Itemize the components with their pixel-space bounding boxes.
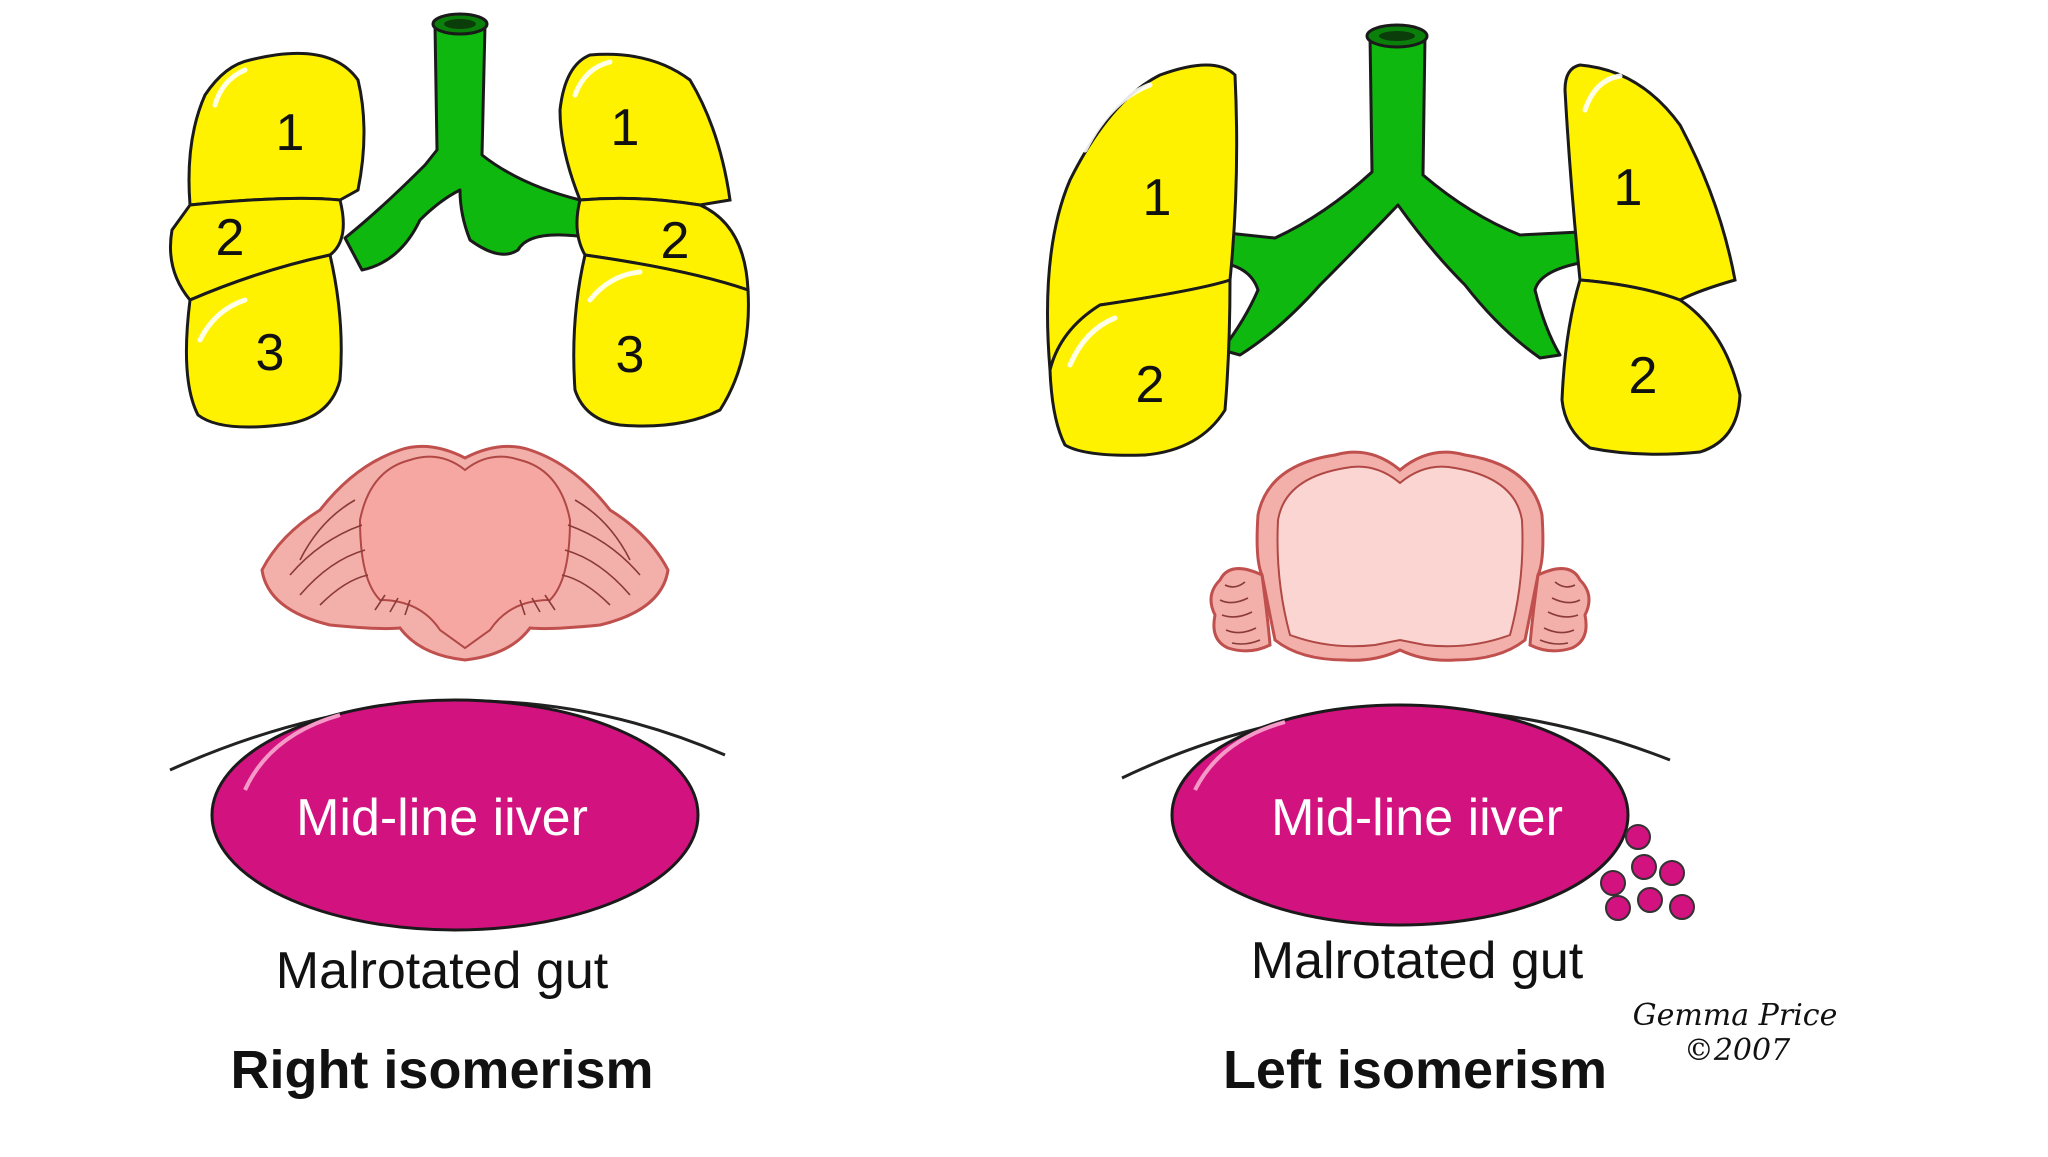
panel-title: Left isomerism — [1223, 1040, 1607, 1100]
polysplenia — [1600, 824, 1695, 921]
pectinate-muscles — [289, 499, 641, 616]
lung-left-trilobed: 1 2 3 — [168, 51, 366, 429]
artist-signature: Gemma Price ©2007 — [1633, 998, 1838, 1068]
atrial-appendage-left — [1209, 567, 1272, 653]
lung-right-trilobed: 1 2 3 — [558, 52, 750, 428]
lobe-number: 2 — [216, 209, 245, 267]
lobe-number: 2 — [661, 212, 690, 270]
liver-left-isomerism: Mid-line iiver — [1170, 703, 1630, 927]
lobe-number: 1 — [611, 99, 640, 157]
lobe-number: 3 — [256, 324, 285, 382]
spleen-nodule — [1631, 854, 1657, 880]
spleen-nodule — [1659, 860, 1685, 886]
lobe-number: 2 — [1629, 347, 1658, 405]
spleen-nodule — [1600, 870, 1626, 896]
airway-right-isomerism — [343, 12, 594, 272]
gut-label: Malrotated gut — [1251, 932, 1584, 990]
signature-name: Gemma Price — [1633, 998, 1838, 1033]
lobe-number: 1 — [276, 104, 305, 162]
lung-left-bilobed: 1 2 — [1046, 63, 1239, 457]
atrial-appendage-right — [1528, 567, 1591, 653]
panel-right-isomerism: 1 2 3 1 2 3 — [168, 12, 750, 1100]
lobe-number: 1 — [1143, 169, 1172, 227]
panel-title: Right isomerism — [230, 1040, 653, 1100]
lung-right-bilobed: 1 2 — [1560, 63, 1742, 456]
liver-label: Mid-line iiver — [296, 789, 588, 847]
signature-year: ©2007 — [1684, 1033, 1791, 1068]
spleen-nodule — [1625, 824, 1651, 850]
atria-left-isomerism — [1209, 450, 1591, 662]
panel-left-isomerism: 1 2 1 2 Mi — [1046, 23, 1742, 1100]
gut-label: Malrotated gut — [276, 942, 609, 1000]
spleen-nodule — [1637, 887, 1663, 913]
spleen-nodule — [1669, 894, 1695, 920]
liver-right-isomerism: Mid-line iiver — [210, 698, 700, 932]
liver-label: Mid-line iiver — [1271, 789, 1563, 847]
atria-right-isomerism — [260, 444, 670, 662]
lobe-number: 1 — [1614, 159, 1643, 217]
lobe-number: 3 — [616, 326, 645, 384]
lobe-number: 2 — [1136, 356, 1165, 414]
airway-left-isomerism — [1213, 23, 1587, 360]
spleen-nodule — [1605, 895, 1631, 921]
